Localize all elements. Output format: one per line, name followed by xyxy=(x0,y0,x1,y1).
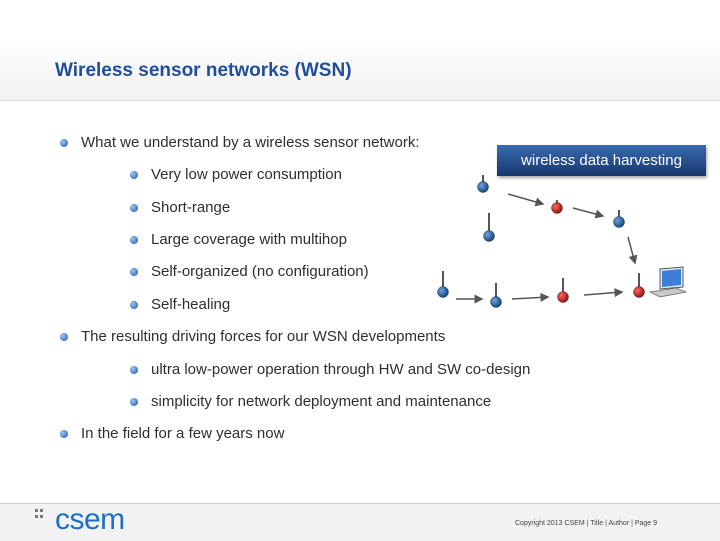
csem-logo-dots-icon xyxy=(35,509,43,518)
hop-arrow xyxy=(583,288,624,298)
hop-arrow xyxy=(507,193,545,207)
sensor-node-red xyxy=(633,273,645,298)
footer-band xyxy=(0,503,720,541)
bullet-item: In the field for a few years now xyxy=(59,425,284,443)
hop-arrow xyxy=(511,292,550,302)
sub-bullet-item: ultra low-power operation through HW and… xyxy=(129,361,530,379)
sensor-node-blue xyxy=(483,213,495,242)
sensor-node-blue xyxy=(437,271,449,298)
bullet-item: The resulting driving forces for our WSN… xyxy=(59,328,445,346)
sensor-node-blue xyxy=(490,283,502,308)
sensor-node-blue xyxy=(613,210,625,228)
wireless-harvesting-label: wireless data harvesting xyxy=(497,145,706,176)
sub-bullet-item: simplicity for network deployment and ma… xyxy=(129,393,491,411)
sub-bullet-item: Short-range xyxy=(129,199,230,217)
sub-bullet-item: Large coverage with multihop xyxy=(129,231,347,249)
sub-bullet-item: Very low power consumption xyxy=(129,166,342,184)
sensor-node-blue xyxy=(477,175,489,193)
footer-text: Copyright 2013 CSEM | Title | Author | P… xyxy=(515,520,658,527)
sensor-node-red xyxy=(551,200,563,214)
sub-bullet-item: Self-organized (no configuration) xyxy=(129,263,369,281)
csem-logo: csem xyxy=(55,503,125,536)
hop-arrow xyxy=(572,207,605,219)
hop-arrow xyxy=(627,236,638,265)
laptop-icon xyxy=(648,266,688,298)
title-band xyxy=(0,0,720,101)
bullet-item: What we understand by a wireless sensor … xyxy=(59,134,420,152)
sensor-network-diagram xyxy=(437,175,688,308)
sensor-node-red xyxy=(557,278,569,303)
slide-title: Wireless sensor networks (WSN) xyxy=(55,60,352,81)
sub-bullet-item: Self-healing xyxy=(129,296,230,314)
